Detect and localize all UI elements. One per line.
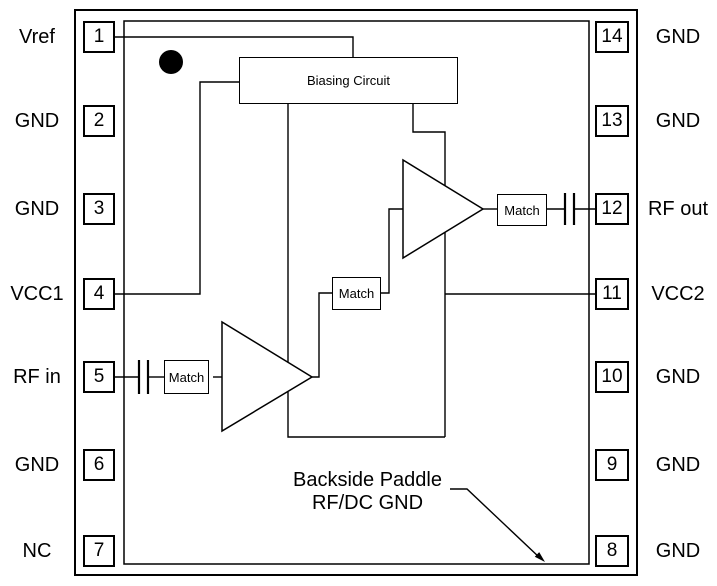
pin-box-6: 6 [83, 449, 115, 481]
wire-biasing-to-amp2 [412, 104, 446, 186]
pin-box-14: 14 [595, 21, 629, 53]
die-outline-rect [123, 20, 590, 565]
input-capacitor-icon [137, 360, 150, 394]
amplifier1-icon [221, 320, 314, 433]
pin-label-gnd-3: GND [14, 198, 60, 220]
pin-box-1: 1 [83, 21, 115, 53]
biasing-circuit-block: Biasing Circuit [239, 57, 458, 104]
pin-label-gnd-10: GND [655, 366, 701, 388]
pin-box-11: 11 [595, 278, 629, 310]
output-match-block: Match [497, 194, 547, 226]
pin-label-gnd-9: GND [655, 454, 701, 476]
wire-vcc1-to-biasing [115, 81, 239, 295]
pin-label-gnd-14: GND [655, 26, 701, 48]
output-capacitor-icon [563, 193, 576, 225]
interstage-match-block: Match [332, 277, 381, 310]
pin-label-vcc1: VCC1 [10, 283, 64, 305]
pin-label-rfout: RF out [647, 198, 709, 220]
pin-label-gnd-13: GND [655, 110, 701, 132]
pin-box-3: 3 [83, 193, 115, 225]
pin-box-8: 8 [595, 535, 629, 567]
paddle-arrow-line [450, 488, 541, 559]
pin-label-gnd-2: GND [14, 110, 60, 132]
pin-label-vcc2: VCC2 [651, 283, 705, 305]
pin-label-nc: NC [22, 540, 52, 562]
pin-label-vref: Vref [19, 26, 55, 48]
wire-amp1-bottom-run [287, 392, 445, 438]
pin-box-10: 10 [595, 361, 629, 393]
backside-paddle-annotation: Backside Paddle RF/DC GND [265, 469, 470, 515]
wire-match-inter-to-amp2 [381, 208, 403, 294]
backside-paddle-line2: RF/DC GND [311, 492, 424, 514]
pin-box-2: 2 [83, 105, 115, 137]
wire-amp1-to-match-inter [312, 292, 332, 378]
wire-vref-to-biasing [115, 36, 354, 57]
pin-label-gnd-8: GND [655, 540, 701, 562]
pin-box-13: 13 [595, 105, 629, 137]
backside-paddle-line1: Backside Paddle [293, 469, 442, 491]
package-outline-rect [74, 9, 638, 576]
pin-box-4: 4 [83, 278, 115, 310]
pin1-marker-dot [159, 50, 183, 74]
pin-box-12: 12 [595, 193, 629, 225]
pin-box-9: 9 [595, 449, 629, 481]
amplifier2-icon [402, 158, 485, 260]
pin-box-5: 5 [83, 361, 115, 393]
pin-label-gnd-6: GND [14, 454, 60, 476]
pin-label-rfin: RF in [13, 366, 61, 388]
paddle-arrowhead [534, 552, 545, 562]
input-match-block: Match [164, 360, 209, 394]
pin-box-7: 7 [83, 535, 115, 567]
